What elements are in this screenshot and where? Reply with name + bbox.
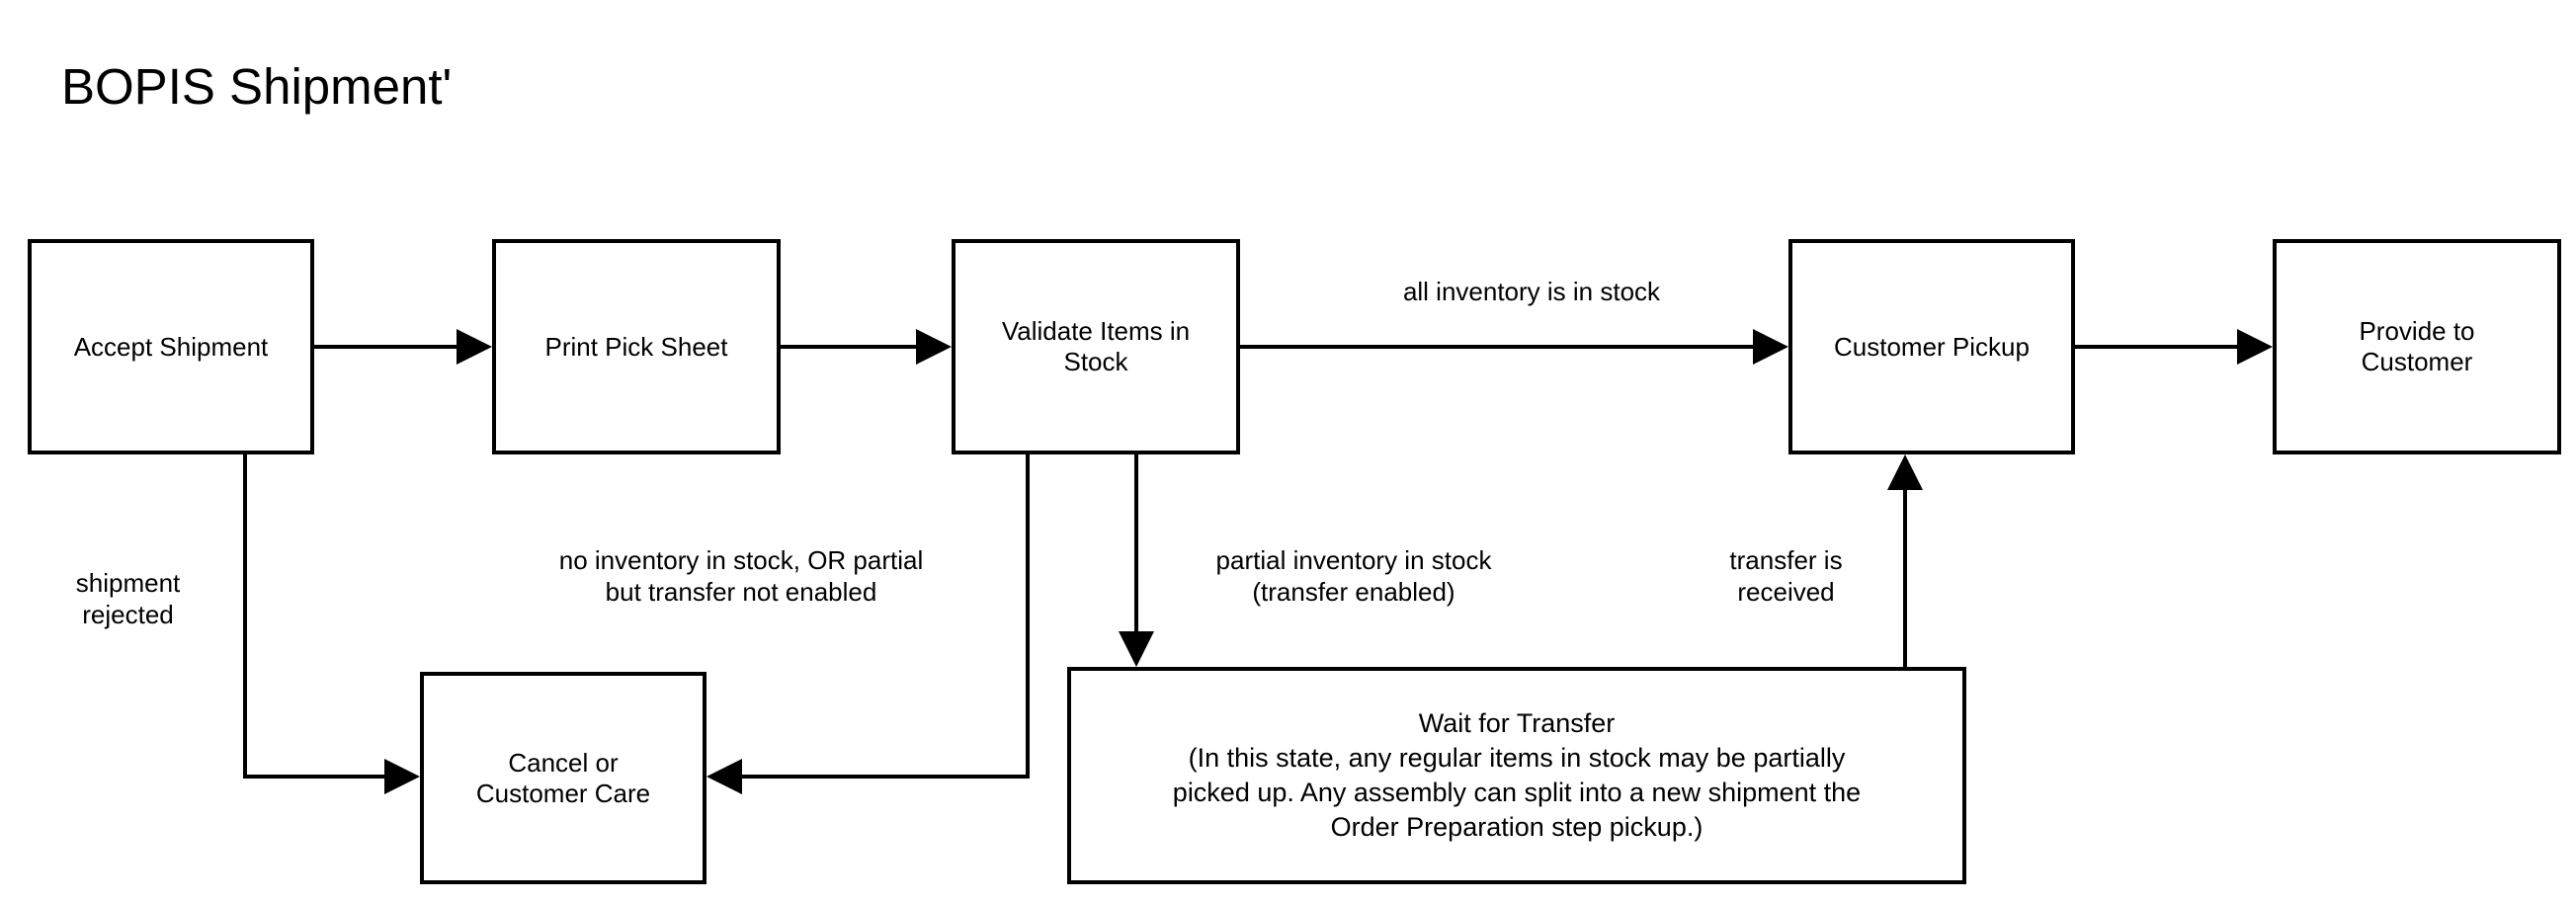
- node-label-wait-for-transfer: Wait for Transfer (In this state, any re…: [1172, 707, 1862, 843]
- node-label-validate-items: Validate Items in Stock: [1001, 316, 1191, 376]
- edge-label-no-inventory-or-partial: no inventory in stock, OR partial but tr…: [558, 545, 924, 607]
- edge-pickup-to-provide: [2075, 329, 2273, 365]
- node-label-print-pick-sheet: Print Pick Sheet: [544, 331, 728, 362]
- edge-label-partial-inventory-transfer-enabled: partial inventory in stock (transfer ena…: [1215, 545, 1492, 607]
- edge-validate-to-wait: [1119, 454, 1154, 667]
- edge-accept-to-print: [314, 329, 492, 365]
- node-wait-for-transfer[interactable]: Wait for Transfer (In this state, any re…: [1067, 667, 1966, 884]
- page-title-text: BOPIS Shipment: [61, 58, 443, 116]
- node-customer-pickup[interactable]: Customer Pickup: [1788, 239, 2075, 454]
- page-title-mark: ': [442, 58, 453, 116]
- edge-label-shipment-rejected: shipment rejected: [75, 568, 181, 629]
- node-validate-items[interactable]: Validate Items in Stock: [952, 239, 1240, 454]
- edge-accept-to-cancel: [243, 454, 420, 794]
- node-print-pick-sheet[interactable]: Print Pick Sheet: [492, 239, 781, 454]
- page-title: BOPIS Shipment': [61, 60, 452, 114]
- node-accept-shipment[interactable]: Accept Shipment: [28, 239, 314, 454]
- node-label-provide-to-customer: Provide to Customer: [2359, 316, 2475, 376]
- node-label-customer-pickup: Customer Pickup: [1834, 331, 2030, 362]
- node-label-accept-shipment: Accept Shipment: [73, 331, 269, 362]
- edge-validate-to-cancel: [706, 454, 1030, 794]
- edge-print-to-validate: [781, 329, 952, 365]
- edge-label-all-inventory-in-stock: all inventory is in stock: [1402, 277, 1661, 306]
- edge-validate-to-pickup: [1240, 329, 1788, 365]
- node-provide-to-customer[interactable]: Provide to Customer: [2273, 239, 2561, 454]
- edge-label-transfer-received: transfer is received: [1729, 545, 1843, 607]
- node-label-cancel-customer-care: Cancel or Customer Care: [475, 747, 651, 808]
- edge-wait-to-pickup: [1887, 454, 1923, 667]
- node-cancel-customer-care[interactable]: Cancel or Customer Care: [420, 672, 706, 884]
